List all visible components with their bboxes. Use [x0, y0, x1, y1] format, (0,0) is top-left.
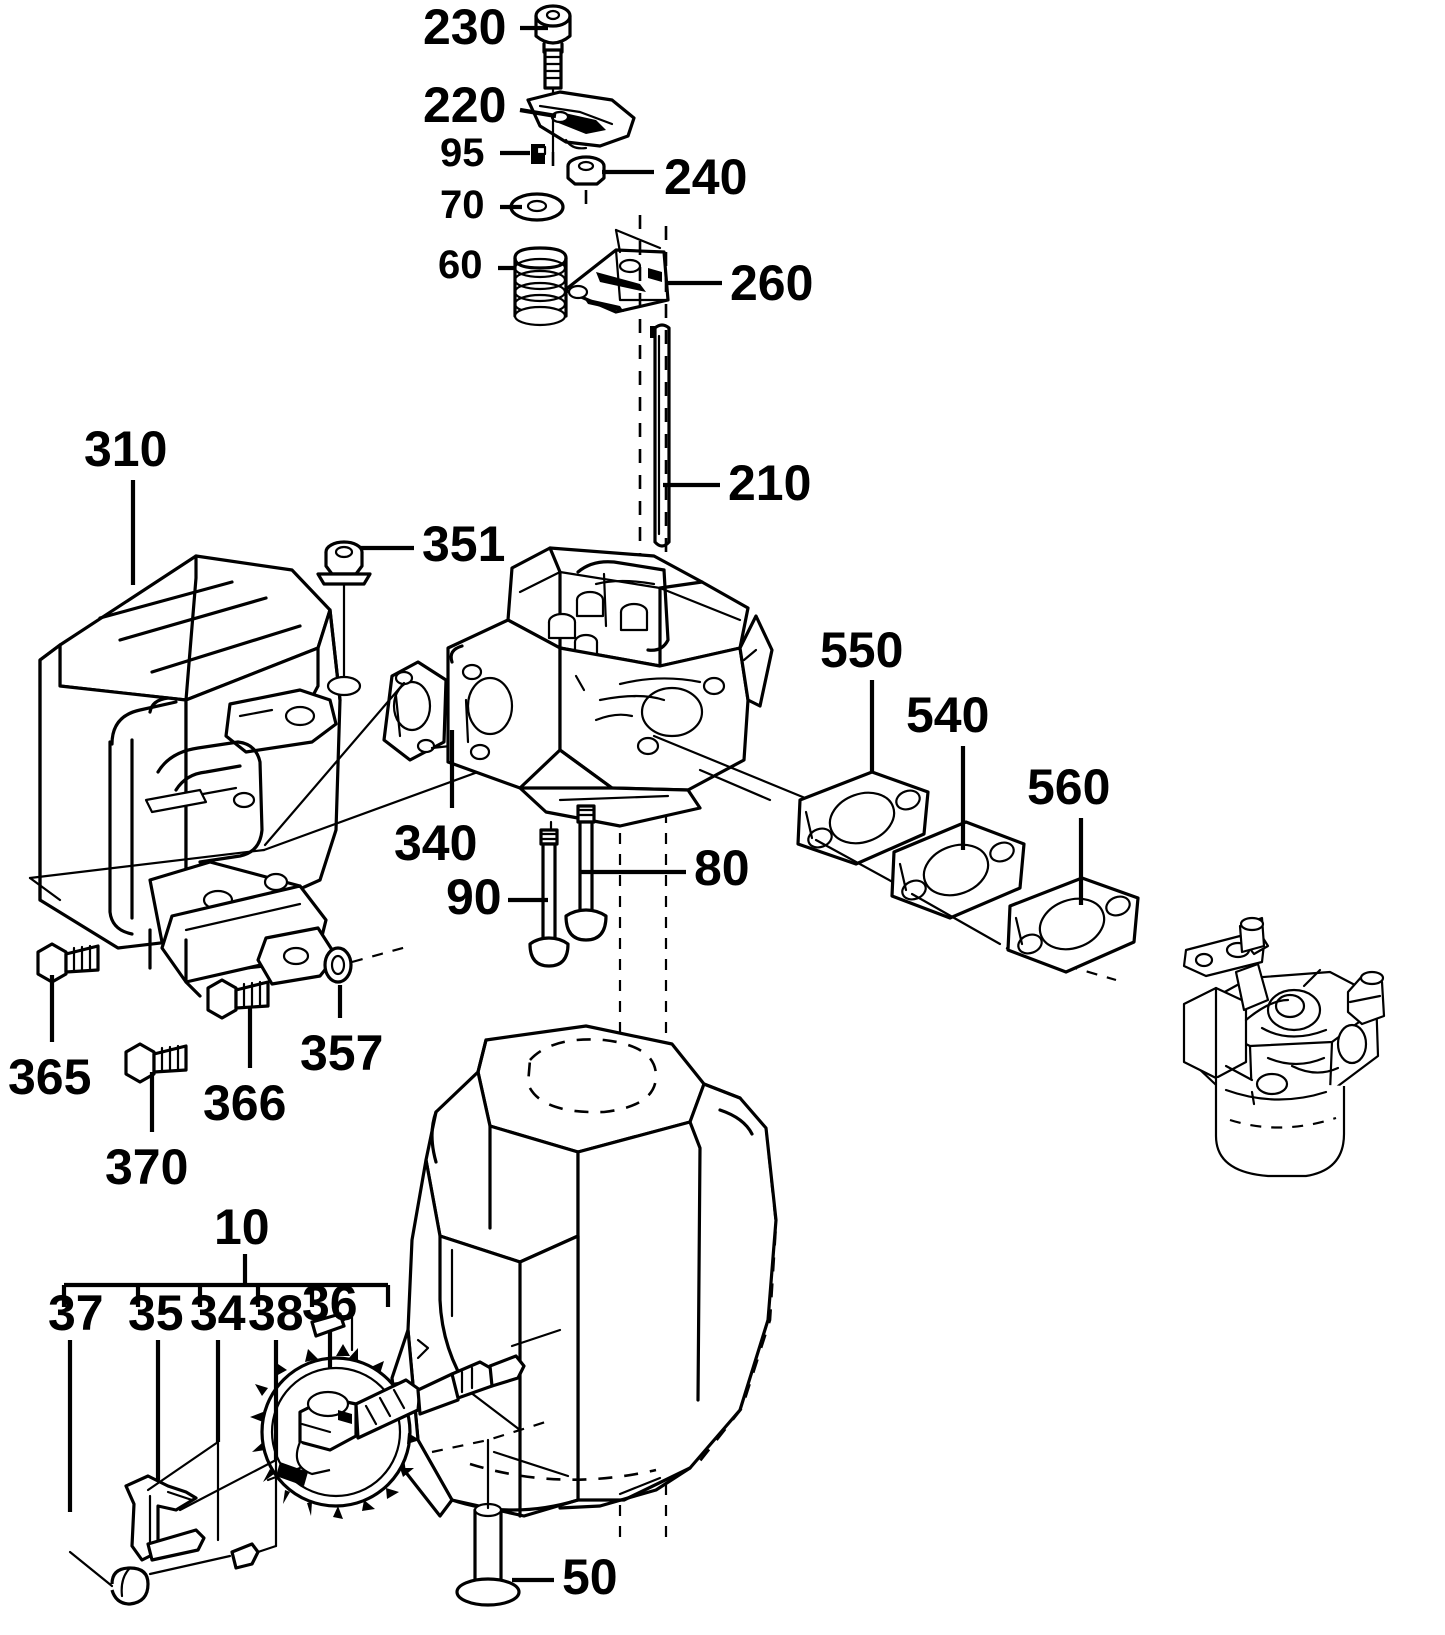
callout-label-34: 34 — [190, 1285, 246, 1341]
callout-label-365: 365 — [8, 1049, 92, 1105]
callout-label-210: 210 — [728, 455, 812, 511]
part-80-intake-valve — [564, 804, 608, 942]
callout-label-366: 366 — [203, 1075, 287, 1131]
callout-label-230: 230 — [423, 0, 507, 55]
callout-label-50: 50 — [562, 1549, 618, 1605]
part-60-valve-spring — [513, 246, 568, 327]
cylinder-head — [446, 546, 812, 828]
callout-label-70: 70 — [440, 183, 485, 227]
callout-label-310: 310 — [84, 421, 168, 477]
callout-label-220: 220 — [423, 77, 507, 133]
engine-block — [390, 1024, 778, 1518]
governor-assembly — [68, 1312, 562, 1606]
part-95-pin — [531, 144, 547, 164]
part-50-oil-drain-plug — [431, 1418, 553, 1607]
part-220-rocker-arm — [526, 90, 636, 154]
part-366-bolt-short — [206, 978, 270, 1020]
callout-label-540: 540 — [906, 687, 990, 743]
callout-label-357: 357 — [300, 1025, 384, 1081]
carburetor-assembly — [1182, 916, 1386, 1178]
callout-label-351: 351 — [422, 516, 506, 572]
part-357-washer — [323, 944, 411, 984]
callout-label-10: 10 — [214, 1199, 270, 1255]
part-370-bolt — [124, 1042, 188, 1084]
part-540-carburetor-insulator — [890, 820, 1117, 982]
callout-label-340: 340 — [394, 815, 478, 871]
governor-parts-bracket — [61, 1282, 391, 1307]
part-240-lock-nut — [566, 155, 606, 186]
callout-label-260: 260 — [730, 255, 814, 311]
callout-label-37: 37 — [48, 1285, 104, 1341]
callout-label-38: 38 — [248, 1285, 304, 1341]
part-310-muffler — [28, 554, 606, 998]
callout-label-550: 550 — [820, 622, 904, 678]
callout-label-90: 90 — [446, 869, 502, 925]
callout-label-35: 35 — [128, 1285, 184, 1341]
callout-label-370: 370 — [105, 1139, 189, 1195]
part-90-exhaust-valve — [528, 828, 570, 968]
part-560-insulator-gasket-b — [1006, 876, 1140, 974]
callout-label-560: 560 — [1027, 759, 1111, 815]
callout-label-95: 95 — [440, 131, 485, 175]
part-260-rocker-bracket-plate — [563, 228, 670, 338]
part-351-flange-nut — [316, 540, 372, 697]
head-bolt-bosses — [547, 590, 649, 658]
callout-label-36: 36 — [302, 1275, 358, 1331]
callout-leader-lines — [49, 25, 1084, 1583]
callout-label-80: 80 — [694, 840, 750, 896]
leader-line-220 — [519, 107, 557, 119]
callout-label-240: 240 — [664, 149, 748, 205]
part-340-exhaust-gasket — [263, 660, 598, 847]
part-365-bolt-long — [36, 942, 100, 984]
callout-label-60: 60 — [438, 243, 483, 287]
part-550-insulator-gasket-a — [796, 770, 930, 888]
